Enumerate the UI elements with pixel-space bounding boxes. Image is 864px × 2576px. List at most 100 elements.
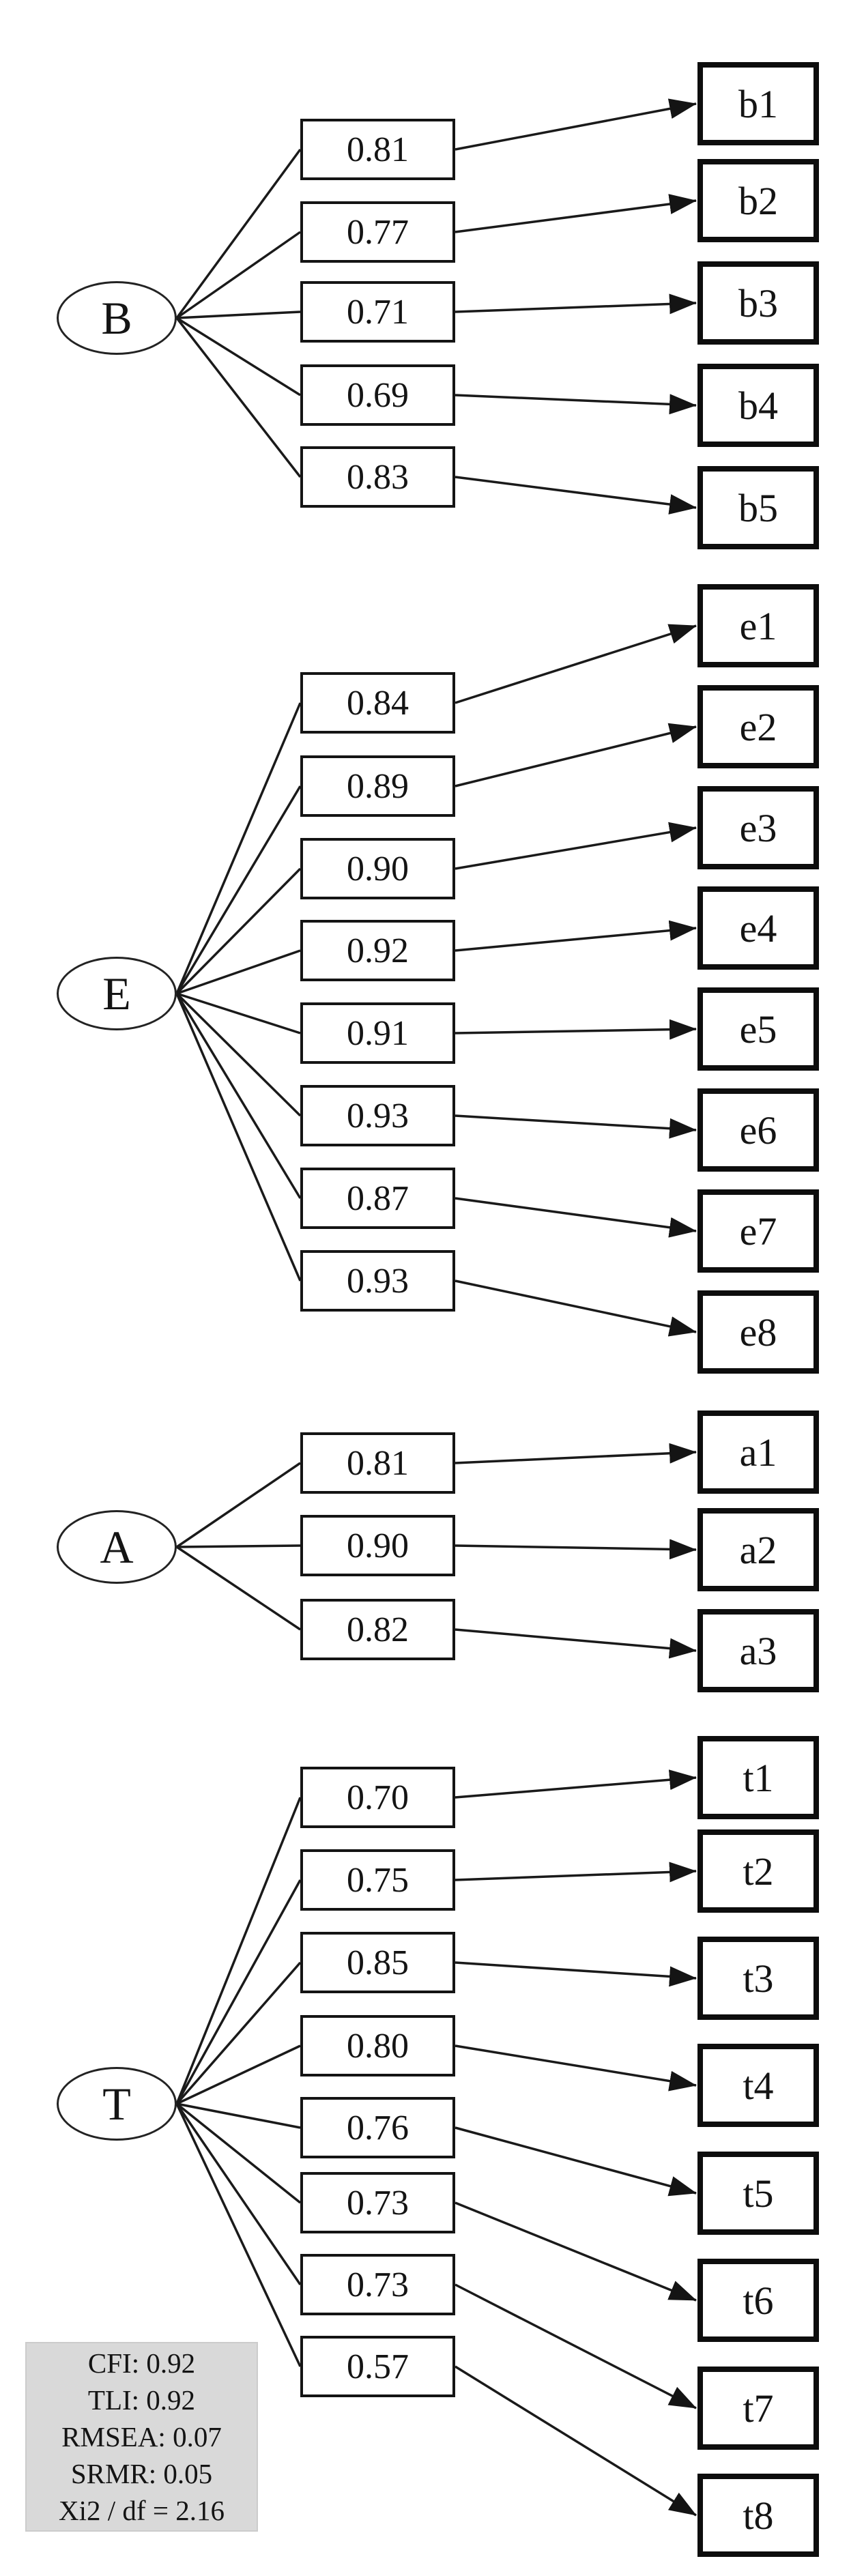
factor-ellipse-E: E	[57, 957, 177, 1030]
arrow-loading-to-t6	[455, 2201, 697, 2302]
indicator-box-e4: e4	[697, 886, 819, 970]
arrow-loading-to-b2	[455, 194, 697, 233]
loading-box-b2: 0.77	[300, 201, 455, 263]
loading-box-e4-label: 0.92	[347, 931, 409, 970]
loading-box-b1: 0.81	[300, 119, 455, 180]
loading-box-t3: 0.85	[300, 1932, 455, 1993]
loading-box-t2-label: 0.75	[347, 1860, 409, 1900]
factor-ellipse-B-label: B	[101, 291, 132, 344]
indicator-box-e4-label: e4	[739, 906, 777, 951]
path-T-to-loading-t5	[176, 2102, 301, 2129]
factor-ellipse-E-label: E	[102, 967, 131, 1019]
arrow-loading-to-t1	[455, 1769, 697, 1799]
factor-ellipse-A-label: A	[100, 1520, 134, 1573]
indicator-box-t4-label: t4	[743, 2063, 774, 2108]
loading-box-t1: 0.70	[300, 1767, 455, 1828]
loading-box-b3: 0.71	[300, 281, 455, 343]
arrow-loading-to-b1	[455, 98, 697, 151]
path-B-to-loading-b3	[176, 310, 301, 319]
indicator-box-b4: b4	[697, 364, 819, 447]
indicator-box-t6-label: t6	[743, 2278, 774, 2323]
loading-box-t2: 0.75	[300, 1849, 455, 1911]
indicator-box-t4: t4	[697, 2044, 819, 2127]
loading-box-t4: 0.80	[300, 2015, 455, 2076]
path-E-to-loading-e3	[175, 867, 302, 995]
indicator-box-b5: b5	[697, 466, 819, 549]
indicator-box-e3-label: e3	[739, 805, 777, 850]
loading-box-e7: 0.87	[300, 1168, 455, 1229]
loading-box-a3-label: 0.82	[347, 1610, 409, 1649]
arrow-loading-to-e5	[455, 1019, 697, 1040]
loading-box-e5-label: 0.91	[347, 1013, 409, 1053]
loading-box-t8-label: 0.57	[347, 2347, 409, 2386]
path-A-to-loading-a2	[176, 1544, 301, 1548]
loading-box-t4-label: 0.80	[347, 2026, 409, 2066]
path-E-to-loading-e5	[176, 992, 301, 1034]
loading-box-e1: 0.84	[300, 672, 455, 734]
arrow-loading-to-b3	[455, 293, 697, 315]
loading-box-e3: 0.90	[300, 838, 455, 899]
path-E-to-loading-e6	[175, 992, 302, 1117]
indicator-box-b4-label: b4	[738, 383, 778, 428]
indicator-box-t1-label: t1	[743, 1755, 774, 1800]
arrow-loading-to-b5	[455, 476, 697, 515]
factor-ellipse-T-label: T	[102, 2077, 131, 2130]
indicator-box-t6: t6	[697, 2259, 819, 2342]
fit-stat-chi2df: Xi2 / df = 2.16	[59, 2495, 225, 2527]
arrow-loading-to-b4	[455, 394, 697, 415]
loading-box-e7-label: 0.87	[347, 1178, 409, 1218]
indicator-box-t3: t3	[697, 1937, 819, 2020]
fit-stat-cfi: CFI: 0.92	[87, 2347, 196, 2379]
fit-stat-srmr: SRMR: 0.05	[70, 2458, 213, 2490]
loading-box-e8: 0.93	[300, 1250, 455, 1312]
arrow-loading-to-a1	[455, 1443, 697, 1464]
indicator-box-e8-label: e8	[739, 1309, 777, 1355]
path-E-to-loading-e2	[175, 785, 302, 994]
loading-box-e3-label: 0.90	[347, 849, 409, 888]
path-T-to-loading-t3	[175, 1961, 302, 2105]
indicator-box-t8-label: t8	[743, 2493, 774, 2538]
loading-box-e4: 0.92	[300, 920, 455, 981]
indicator-box-e6-label: e6	[739, 1108, 777, 1153]
indicator-box-b2: b2	[697, 159, 819, 242]
arrow-loading-to-t3	[455, 1961, 697, 1987]
fit-stat-tli: TLI: 0.92	[87, 2384, 196, 2416]
arrow-loading-to-t5	[455, 2126, 697, 2197]
loading-box-b5: 0.83	[300, 446, 455, 508]
indicator-box-e5-label: e5	[739, 1007, 777, 1052]
arrow-loading-to-e7	[455, 1197, 697, 1238]
indicator-box-e8: e8	[697, 1290, 819, 1374]
loading-box-t7-label: 0.73	[347, 2265, 409, 2304]
indicator-box-a2-label: a2	[739, 1527, 777, 1572]
indicator-box-b1: b1	[697, 62, 819, 145]
arrow-loading-to-a2	[455, 1539, 697, 1560]
loading-box-a2-label: 0.90	[347, 1526, 409, 1565]
arrow-loading-to-t4	[455, 2044, 697, 2092]
arrow-loading-to-e8	[455, 1279, 697, 1337]
indicator-box-t5-label: t5	[743, 2171, 774, 2216]
indicator-box-a1: a1	[697, 1410, 819, 1494]
fit-stat-rmsea: RMSEA: 0.07	[61, 2420, 222, 2452]
loading-box-b5-label: 0.83	[347, 457, 409, 497]
factor-ellipse-T: T	[57, 2067, 177, 2141]
arrow-loading-to-e4	[455, 920, 697, 952]
indicator-box-e1-label: e1	[739, 603, 777, 648]
loading-box-b3-label: 0.71	[347, 292, 409, 332]
factor-ellipse-B: B	[57, 281, 177, 355]
loading-box-b1-label: 0.81	[347, 130, 409, 169]
arrow-loading-to-t2	[455, 1862, 697, 1883]
loading-box-t3-label: 0.85	[347, 1943, 409, 1982]
loading-box-e8-label: 0.93	[347, 1261, 409, 1301]
loading-box-e6: 0.93	[300, 1085, 455, 1146]
path-A-to-loading-a3	[176, 1546, 301, 1631]
indicator-box-b1-label: b1	[738, 81, 778, 126]
arrow-loading-to-a3	[455, 1628, 697, 1659]
arrow-loading-to-e1	[455, 624, 697, 704]
path-E-to-loading-e8	[175, 993, 302, 1282]
path-T-to-loading-t1	[175, 1797, 302, 2104]
arrow-loading-to-t8	[455, 2365, 697, 2517]
indicator-box-b3: b3	[697, 261, 819, 345]
path-T-to-loading-t7	[175, 2103, 302, 2285]
